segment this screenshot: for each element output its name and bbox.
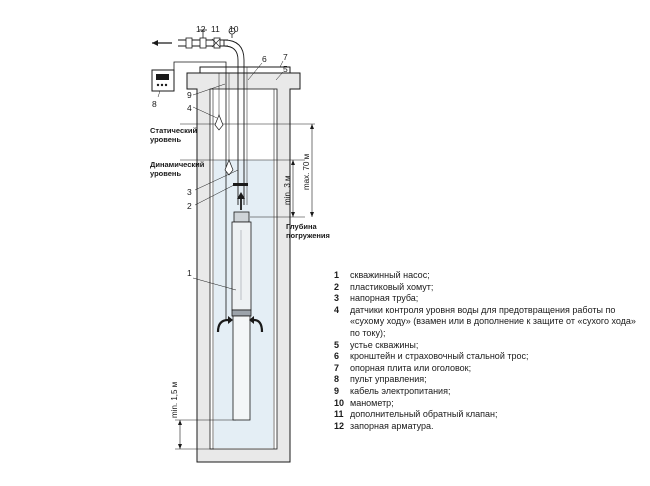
legend-number: 4 xyxy=(334,304,340,315)
static-level-label-line1: Статический xyxy=(150,126,198,135)
dimension-min3-label: min. 3 м xyxy=(283,175,292,205)
legend-text: датчики контроля уровня воды для предотв… xyxy=(350,304,636,338)
callout-9: 9 xyxy=(187,90,192,100)
immersion-depth-label-line1: Глубина xyxy=(286,222,317,231)
callout-2: 2 xyxy=(187,201,192,211)
legend-text: пластиковый хомут; xyxy=(350,281,434,292)
legend-item: 9 кабель электропитания; xyxy=(334,386,644,398)
legend-number: 6 xyxy=(334,351,340,362)
check-valve-icon xyxy=(211,38,221,48)
legend-item: 6 кронштейн и страховочный стальной трос; xyxy=(334,351,644,363)
dimension-min3: min. 3 м xyxy=(283,160,295,217)
callout-12: 12 xyxy=(196,24,206,34)
legend-text: опорная плита или оголовок; xyxy=(350,362,472,373)
legend-text: скважинный насос; xyxy=(350,270,430,280)
callout-10: 10 xyxy=(229,24,239,34)
callout-4-lower: 4 xyxy=(187,103,192,113)
legend-number: 10 xyxy=(334,397,345,408)
legend-item: 10 манометр; xyxy=(334,398,644,410)
legend-number: 7 xyxy=(334,362,340,373)
dimension-min15-label: min. 1,5 м xyxy=(170,382,179,418)
legend-number: 11 xyxy=(334,409,344,420)
legend-number: 12 xyxy=(334,420,345,431)
immersion-depth-label-line2: погружения xyxy=(286,231,330,240)
legend-number: 5 xyxy=(334,339,340,350)
support-plate xyxy=(199,66,291,74)
dynamic-level-label-line2: уровень xyxy=(150,169,181,178)
legend-item: 2 пластиковый хомут; xyxy=(334,282,644,294)
legend-number: 8 xyxy=(334,374,340,385)
legend-item: 11 дополнительный обратный клапан; xyxy=(334,409,644,421)
water-inflow-arrows-icon xyxy=(216,316,264,333)
well-pump xyxy=(231,211,252,421)
control-panel-icon xyxy=(151,69,175,92)
callout-1: 1 xyxy=(187,268,192,278)
dynamic-level-label-line1: Динамический xyxy=(150,160,205,169)
legend-text: дополнительный обратный клапан; xyxy=(350,409,498,420)
dimension-max70-label: max. 70 м xyxy=(302,154,311,190)
legend-text: запорная арматура. xyxy=(350,420,434,431)
callout-6: 6 xyxy=(262,54,267,64)
legend-number: 9 xyxy=(334,385,340,396)
level-sensor-icon xyxy=(214,73,234,176)
callout-leaders xyxy=(157,60,284,291)
legend-number: 2 xyxy=(334,281,340,292)
legend-text: кронштейн и страховочный стальной трос; xyxy=(350,351,529,362)
callout-11: 11 xyxy=(211,24,220,34)
legend-item: 7 опорная плита или оголовок; xyxy=(334,363,644,375)
static-level-label-line2: уровень xyxy=(150,135,181,144)
legend-text: пульт управления; xyxy=(350,374,427,385)
surface-piping xyxy=(178,37,228,49)
legend-text: напорная труба; xyxy=(350,293,419,304)
component-legend: 1 скважинный насос; 2 пластиковый хомут; 3… xyxy=(334,270,644,432)
dimension-min15: min. 1,5 м xyxy=(170,382,182,449)
legend-number: 3 xyxy=(334,293,340,304)
callout-3: 3 xyxy=(187,187,192,197)
legend-item: 4 датчики контроля уровня воды для предот… xyxy=(334,305,644,340)
legend-item: 5 устье скважины; xyxy=(334,340,644,352)
legend-number: 1 xyxy=(334,270,340,280)
callout-8: 8 xyxy=(152,99,157,109)
legend-text: кабель электропитания; xyxy=(350,385,451,396)
legend-item: 8 пульт управления; xyxy=(334,374,644,386)
upward-flow-arrow-icon xyxy=(237,192,245,210)
flow-direction-arrow-icon xyxy=(152,40,172,46)
callout-5: 5 xyxy=(283,64,288,74)
callout-7: 7 xyxy=(283,52,288,62)
power-cable xyxy=(173,61,227,320)
shutoff-valve-icon xyxy=(199,29,207,38)
plastic-clamp xyxy=(233,183,248,186)
dimension-max70: max. 70 м xyxy=(302,124,314,217)
legend-item: 12 запорная арматура. xyxy=(334,421,644,433)
legend-text: устье скважины; xyxy=(350,339,419,350)
manometer-icon xyxy=(228,27,236,38)
legend-item: 3 напорная труба; xyxy=(334,293,644,305)
legend-item: 1 скважинный насос; xyxy=(334,270,644,282)
legend-text: манометр; xyxy=(350,397,394,408)
